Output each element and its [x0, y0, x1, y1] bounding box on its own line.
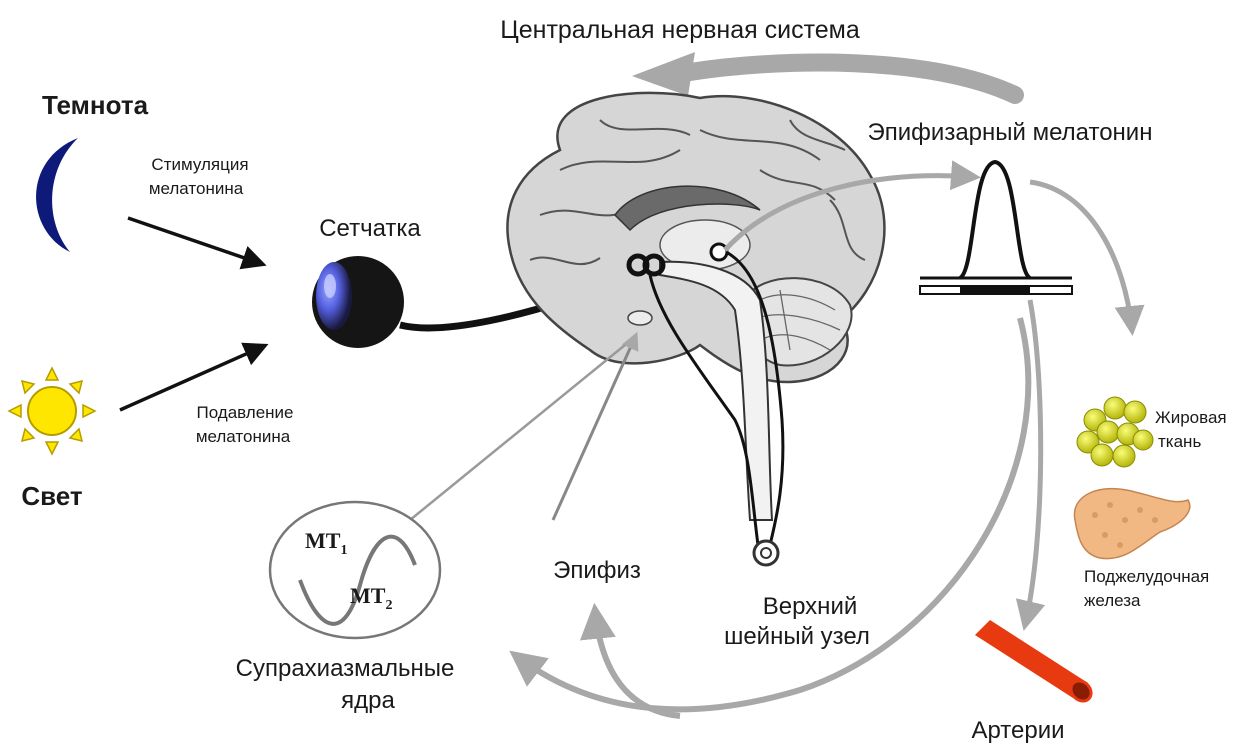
ganglion-label-line1: Верхний	[763, 593, 858, 620]
melatonin-to-tissue-arrow	[1030, 182, 1132, 330]
ganglion-label-line2: шейный узел	[724, 623, 870, 650]
arteries-label: Артерии	[971, 717, 1064, 744]
scn-receptor-circle	[270, 502, 440, 638]
suppression-arrow	[120, 346, 264, 410]
pineal-marker	[711, 244, 727, 260]
pancreas-icon	[1074, 489, 1189, 559]
stimulation-arrow	[128, 218, 262, 264]
ganglion-marker-inner	[761, 548, 771, 558]
scn-label-line1: Супрахиазмальные	[236, 655, 455, 682]
cns-arrow-head	[632, 52, 695, 96]
sun-icon	[9, 368, 95, 454]
stimulation-label-line2: мелатонина	[149, 179, 244, 198]
artery-icon	[975, 620, 1095, 705]
crescent-moon-icon	[36, 138, 78, 252]
pineal-label: Эпифиз	[553, 557, 641, 584]
scn-label-line2: ядра	[341, 687, 395, 714]
pineal-pointer	[553, 335, 636, 520]
suppression-label-line2: мелатонина	[196, 427, 291, 446]
pineal-melatonin-label: Эпифизарный мелатонин	[868, 119, 1153, 146]
light-label: Свет	[21, 481, 83, 511]
brain-icon	[507, 93, 884, 520]
cns-arrow-shaft	[690, 63, 1015, 95]
darkness-label: Темнота	[42, 90, 149, 120]
stimulation-label-line1: Стимуляция	[151, 155, 248, 174]
pancreas-label-line2: железа	[1084, 591, 1141, 610]
adipose-label-line2: ткань	[1158, 432, 1201, 451]
melatonin-peak-chart	[920, 162, 1072, 294]
pancreas-label-line1: Поджелудочная	[1084, 567, 1209, 586]
suppression-label-line1: Подавление	[196, 403, 293, 422]
eye-icon	[312, 256, 404, 348]
adipose-label-line1: Жировая	[1155, 408, 1227, 427]
retina-label: Сетчатка	[319, 215, 421, 242]
cns-label: Центральная нервная система	[500, 16, 860, 44]
fat-cells-icon	[1077, 397, 1153, 467]
